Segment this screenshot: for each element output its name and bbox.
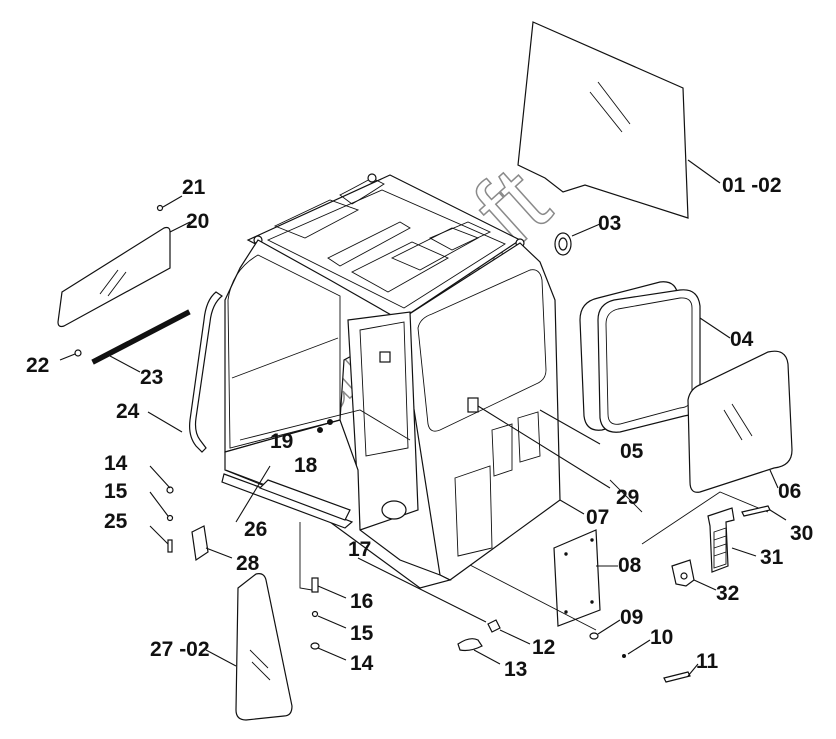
label-20: 20 <box>186 210 209 233</box>
label-09: 09 <box>620 606 643 629</box>
parts-29-32-latch <box>609 479 787 591</box>
label-06: 06 <box>778 480 801 503</box>
label-04: 04 <box>730 328 754 351</box>
part-04-side-window <box>579 281 731 433</box>
leader-05 <box>539 409 601 445</box>
part-03-knob <box>554 223 601 256</box>
parts-14-15-25-left <box>149 465 174 553</box>
part-27-02-door-glass <box>205 573 293 721</box>
label-23: 23 <box>140 366 163 389</box>
label-07: 07 <box>586 506 609 529</box>
leader-24 <box>147 411 183 433</box>
part-28-block <box>191 525 233 562</box>
part-23-strip <box>91 309 191 373</box>
label-22: 22 <box>26 354 49 377</box>
parts-16-15-14-lower <box>299 522 347 661</box>
leader-29 <box>477 405 611 489</box>
label-12: 12 <box>532 636 555 659</box>
label-16: 16 <box>350 590 373 613</box>
part-labels: 01 -02 03 04 05 06 07 08 09 10 11 12 13 … <box>26 174 813 681</box>
label-11: 11 <box>696 650 719 673</box>
leader-17-12 <box>357 557 487 623</box>
leader-07 <box>559 499 585 515</box>
label-21: 21 <box>182 176 206 199</box>
part-06-side-glass <box>687 350 793 493</box>
label-30: 30 <box>790 522 813 545</box>
label-15-left: 15 <box>104 480 128 503</box>
part-01-02-rear-glass <box>517 21 721 219</box>
parts-09-10-11 <box>469 564 699 683</box>
label-19: 19 <box>270 430 293 453</box>
label-01-02: 01 -02 <box>722 174 782 197</box>
label-26: 26 <box>244 518 267 541</box>
leader-26 <box>235 465 271 523</box>
label-31: 31 <box>760 546 784 569</box>
label-32: 32 <box>716 582 739 605</box>
label-25: 25 <box>104 510 128 533</box>
label-05: 05 <box>620 440 644 463</box>
label-10: 10 <box>650 626 673 649</box>
label-17: 17 <box>348 538 371 561</box>
label-18: 18 <box>294 454 318 477</box>
label-15-lower: 15 <box>350 622 374 645</box>
label-24: 24 <box>116 400 140 423</box>
part-08-plate <box>553 529 618 627</box>
label-03: 03 <box>598 212 621 235</box>
cab-body <box>189 173 561 589</box>
label-13: 13 <box>504 658 527 681</box>
label-29: 29 <box>616 486 639 509</box>
part-21-nut <box>156 195 183 212</box>
part-22-washer <box>59 349 82 361</box>
part-13-knob <box>457 638 501 665</box>
label-08: 08 <box>618 554 642 577</box>
part-12-nut <box>487 619 531 645</box>
label-14-left: 14 <box>104 452 128 475</box>
label-28: 28 <box>236 552 260 575</box>
label-27-02: 27 -02 <box>150 638 210 661</box>
label-14-lower: 14 <box>350 652 374 675</box>
part-20-glass <box>57 221 191 328</box>
